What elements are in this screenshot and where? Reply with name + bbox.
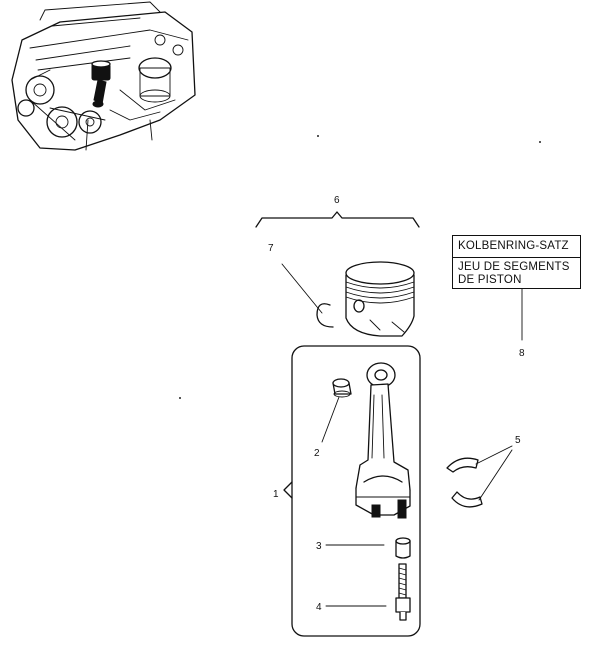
piston-ring-kit-label: KOLBENRING-SATZ JEU DE SEGMENTS DE PISTO… <box>452 235 581 289</box>
group-frame-1 <box>291 345 421 637</box>
callout-5: 5 <box>515 435 521 446</box>
callout-8: 8 <box>519 348 525 359</box>
kit-label-german: KOLBENRING-SATZ <box>453 236 580 258</box>
connecting-rod <box>355 362 411 519</box>
speck <box>179 397 181 399</box>
piston <box>345 261 415 337</box>
callout-3: 3 <box>316 541 322 552</box>
kit-label-french-line2: DE PISTON <box>458 274 522 286</box>
rod-nut <box>395 537 411 559</box>
bearing-shells <box>446 457 483 508</box>
callout-1: 1 <box>273 489 279 500</box>
speck <box>539 141 541 143</box>
callout-4: 4 <box>316 602 322 613</box>
rod-bolt <box>395 563 411 621</box>
callout-2: 2 <box>314 448 320 459</box>
small-end-bushing <box>332 378 352 398</box>
speck <box>317 135 319 137</box>
callout-6: 6 <box>334 195 340 206</box>
circlip <box>316 303 334 328</box>
bracket-6 <box>255 211 420 228</box>
engine-thumbnail <box>11 1 196 151</box>
kit-label-french: JEU DE SEGMENTS DE PISTON <box>453 258 580 287</box>
callout-7: 7 <box>268 243 274 254</box>
kit-label-french-line1: JEU DE SEGMENTS <box>458 261 570 273</box>
